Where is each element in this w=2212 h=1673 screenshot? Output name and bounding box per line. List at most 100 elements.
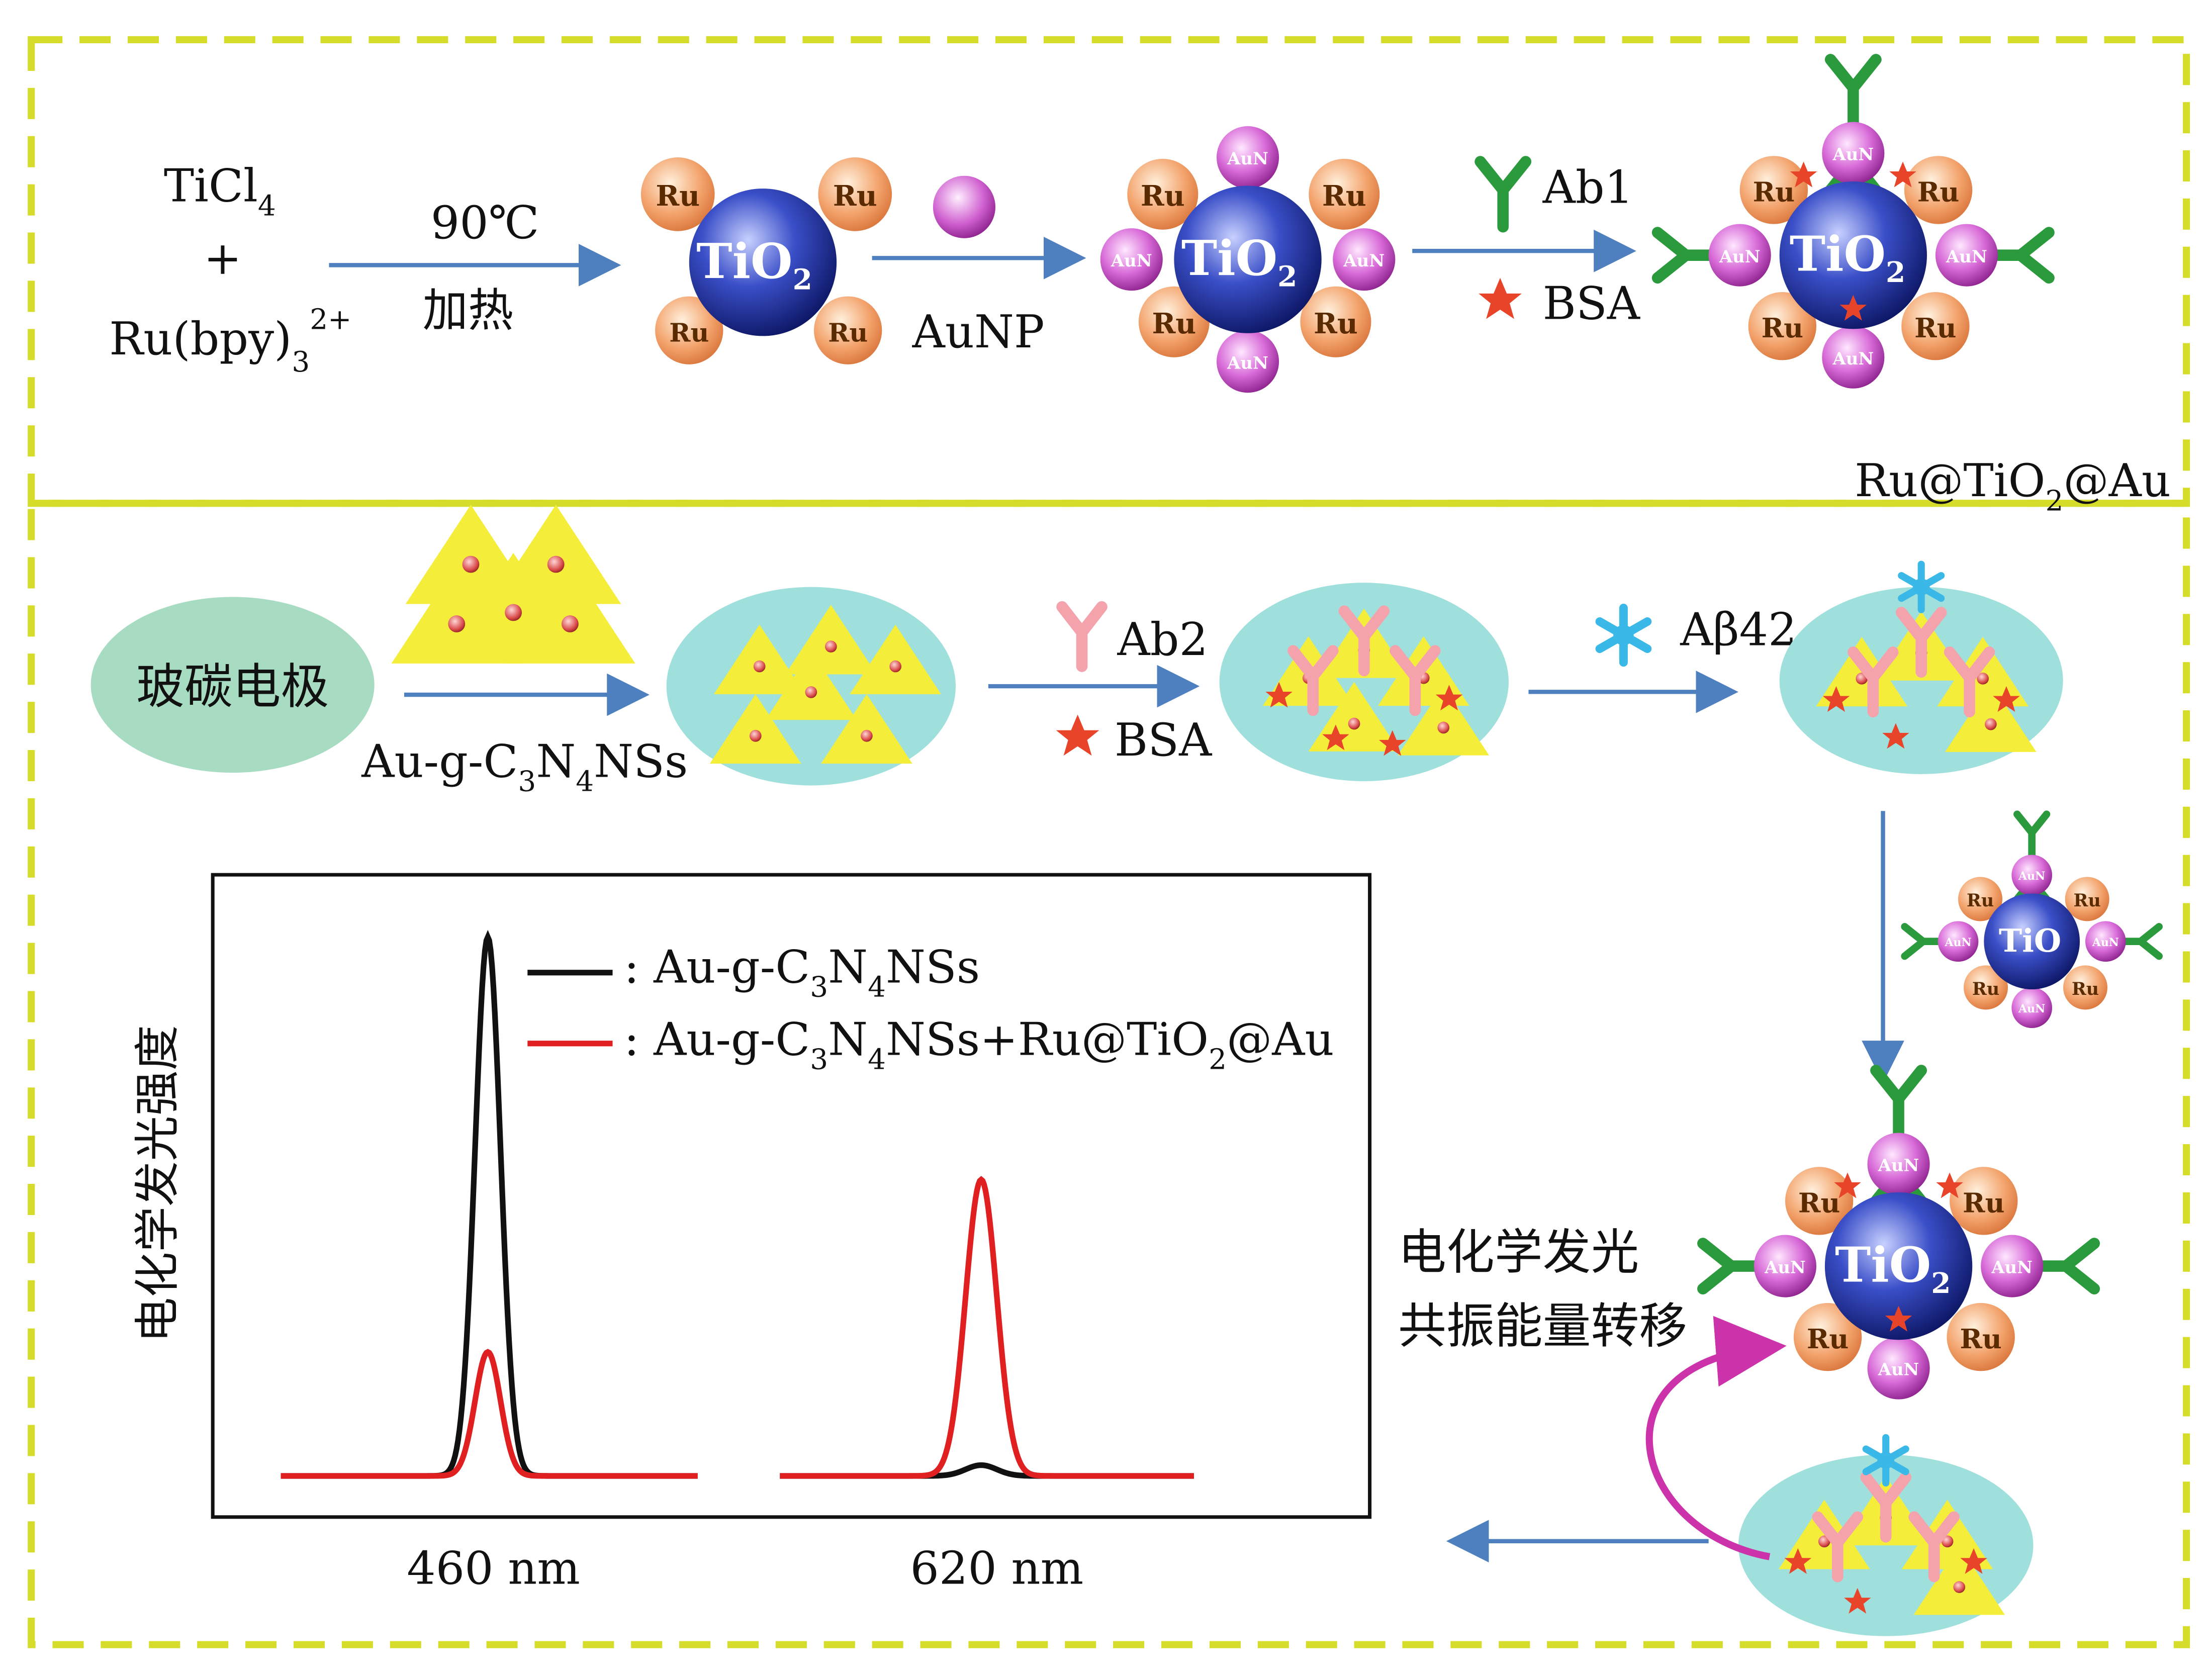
product-label: Ru@TiO2@Au [1855, 454, 2171, 517]
svg-text:Ru: Ru [1960, 1323, 2001, 1355]
tio2-core [689, 189, 837, 336]
aun-ball: AuN [2085, 921, 2126, 962]
svg-text:Ru: Ru [1152, 307, 1196, 340]
tio2-label: TiO [696, 233, 792, 290]
aun-ball: AuN [1100, 228, 1163, 291]
svg-text:Ru: Ru [1914, 312, 1956, 344]
svg-text:Ru: Ru [1314, 307, 1358, 340]
aun-ball: AuN [1822, 326, 1885, 389]
ru-ball: Ru [1748, 292, 1816, 360]
aun-ball: AuN [2011, 987, 2053, 1029]
aun-ball: AuN [2011, 855, 2053, 896]
ru-ball: Ru [1739, 156, 1808, 224]
svg-text:Ru: Ru [669, 318, 709, 348]
bsa-star-icon [1056, 714, 1099, 756]
ru-tio2-au-ab1-particle: AuN AuN AuN AuN Ru Ru Ru Ru TiO2 [1657, 59, 2049, 389]
aun-ball: AuN [1754, 1235, 1816, 1297]
svg-text:TiO: TiO [1999, 922, 2061, 959]
au-g-c3n4-nanosheets-icon [391, 505, 635, 664]
abeta42-label: Aβ42 [1680, 603, 1797, 656]
tio2-subscript: 2 [793, 263, 812, 296]
reactant2-subscript: 3 [292, 346, 310, 379]
svg-text:Ru: Ru [2074, 890, 2101, 911]
ru-ball: Ru [640, 157, 715, 231]
svg-text:AuN: AuN [1832, 348, 1874, 368]
ab1-antibody-icon [1830, 59, 1876, 125]
svg-text:Ru: Ru [1753, 176, 1795, 208]
tio2-label: TiO [1790, 226, 1886, 283]
legend-label-1: : Au-g-C3N4NSs [624, 941, 980, 1003]
aun-ball: AuN [1867, 1133, 1930, 1195]
step1-reactants: TiCl4 + Ru(bpy)32+ [109, 159, 351, 378]
ab1-label: Ab1 [1542, 161, 1633, 214]
bottom-frame [28, 500, 2190, 1648]
aun-ball: AuN [1216, 126, 1279, 189]
svg-text:Ru: Ru [828, 318, 868, 348]
ecl-label-line1: 电化学发光 [1398, 1224, 1639, 1280]
probe-particle-bound: AuN AuN AuN AuN Ru Ru Ru Ru TiO2 [1703, 1070, 2094, 1400]
curve-series-2-peak-1 [281, 1349, 698, 1479]
tio2-core [1174, 185, 1322, 333]
svg-text:AuN: AuN [1944, 936, 1971, 949]
svg-text:Ru: Ru [1807, 1323, 1849, 1355]
ru-ball: Ru [1793, 1303, 1862, 1371]
aun-ball: AuN [1867, 1337, 1930, 1400]
reactant1-subscript: 4 [258, 190, 276, 223]
x-tick-460: 460 nm [407, 1542, 580, 1595]
modified-electrode-3 [1779, 564, 2063, 774]
modified-electrode-2 [1219, 583, 1509, 782]
reactant1-text: TiCl [164, 159, 258, 212]
tio2-subscript: 2 [1277, 260, 1297, 294]
svg-text:AuN: AuN [2092, 936, 2119, 949]
x-tick-620: 620 nm [910, 1542, 1084, 1595]
svg-text:AuN: AuN [1227, 148, 1268, 168]
temperature-label: 90℃ [431, 197, 539, 249]
svg-text:AuN: AuN [1878, 1359, 1919, 1379]
ecl-label-line2: 共振能量转移 [1398, 1298, 1687, 1354]
ru-ball: Ru [1904, 156, 1973, 224]
svg-text:Ru(bpy)32+: Ru(bpy)32+ [109, 303, 351, 379]
svg-text:AuN: AuN [1991, 1257, 2033, 1277]
svg-text:Ru: Ru [1972, 979, 1999, 999]
svg-text:Ru: Ru [656, 179, 700, 213]
glassy-carbon-electrode: 玻碳电极 [90, 597, 375, 773]
aun-ball: AuN [1333, 228, 1396, 291]
section-frames [28, 36, 2190, 1648]
svg-text:Ru: Ru [833, 179, 877, 213]
svg-text:Ru: Ru [2072, 979, 2099, 999]
svg-text:AuN: AuN [1832, 144, 1874, 164]
ru-ball: Ru [1127, 158, 1199, 230]
aun-ball: AuN [1981, 1235, 2044, 1297]
sandwich-electrode [1738, 1438, 2034, 1636]
svg-text:AuN: AuN [2018, 1002, 2045, 1015]
ecl-chart: 电化学发光强度 : Au-g-C3N4NSs : Au-g-C3N4NSs+Ru… [131, 873, 1372, 1595]
bsa-star-icon [1479, 277, 1522, 319]
ru-ball: Ru [1947, 1303, 2015, 1371]
top-frame [28, 36, 2190, 507]
ecl-transfer-arrow [1645, 1316, 1787, 1560]
bsa-label-2: BSA [1115, 714, 1213, 767]
tio2-label: TiO [1181, 230, 1277, 287]
svg-text:TiO2: TiO2 [696, 233, 812, 297]
au-g-c3n4-label: Au-g-C3N4NSs [361, 735, 688, 798]
ab1-antibody-icon [1481, 162, 1526, 227]
ru-ball: Ru [1901, 292, 1970, 360]
svg-text:AuN: AuN [1111, 250, 1152, 270]
svg-text:AuN: AuN [1719, 246, 1761, 266]
ru-ball: Ru [1309, 158, 1380, 230]
svg-text:Ru: Ru [1917, 176, 1959, 208]
probe-particle-small: AuN AuN AuN AuN Ru Ru Ru Ru TiO [1905, 814, 2159, 1029]
curve-series-2-peak-2 [780, 1176, 1194, 1479]
step1-arrow-group: 90℃ 加热 [329, 197, 621, 337]
svg-text:Ru: Ru [1967, 890, 1994, 911]
ru-tio2-particle: Ru Ru Ru Ru TiO2 [640, 157, 892, 364]
electrode-label: 玻碳电极 [136, 659, 329, 715]
svg-text:AuN: AuN [1343, 250, 1385, 270]
svg-text:TiO2: TiO2 [1181, 230, 1298, 294]
modified-electrode-1 [666, 587, 956, 786]
chart-curves [281, 930, 1194, 1479]
abeta42-snowflake-icon [1600, 608, 1647, 662]
aun-ball: AuN [1216, 330, 1279, 393]
svg-text:AuN: AuN [2018, 870, 2045, 883]
